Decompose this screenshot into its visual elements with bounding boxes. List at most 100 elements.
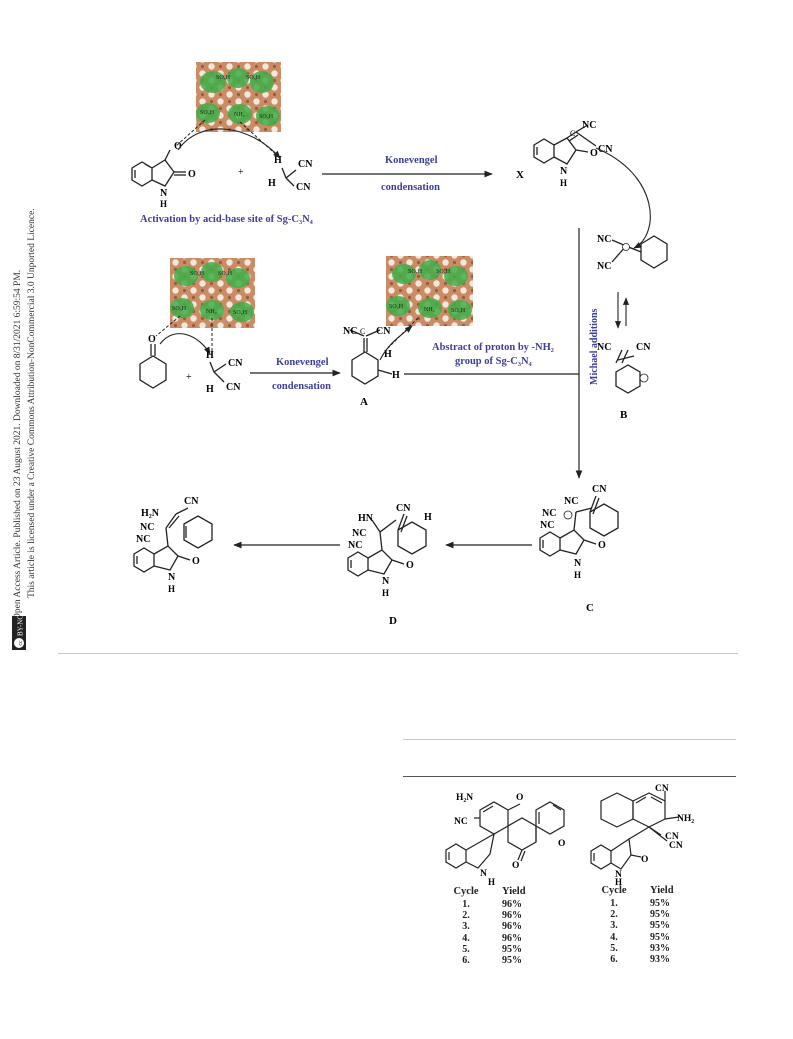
atom-nc: NC [352,528,366,539]
catalyst-sheet-3: SO₃H SO₃H SO₃H NH₂ SO₃H [386,256,473,326]
yield-cell: 96% [502,899,522,910]
cycle-cell: 2. [610,909,618,921]
yield-cell: 95% [650,898,670,909]
nh2-tag: NH₂ [234,112,245,118]
atom-c: C [360,327,365,336]
arrow-label-1: Konevengel [385,155,438,166]
table-row: 4.96% [440,933,552,944]
so3h-tag: SO₃H [233,310,248,316]
nh2-tag: NH₂ [424,307,435,313]
so3h-tag: SO₃H [200,110,215,116]
atom-h: H [384,349,392,360]
yield-cell: 93% [650,942,670,954]
atom-nc: NC [540,520,554,531]
atom-h: H [168,584,175,594]
yield-cell: 96% [502,921,522,933]
arrow-label-2: condensation [272,381,331,392]
catalyst-interaction-2 [155,315,213,352]
atom-nc: NC [597,261,611,272]
atom-nc: NC [597,234,611,245]
plus-sign: + [186,372,192,383]
table-row: 6.95% [440,955,552,966]
atom-cn: CN [298,159,313,170]
so3h-tag: SO₃H [246,75,261,81]
carbanion-ring [611,235,668,269]
atom-cn: CN [184,496,199,507]
svg-text:cc: cc [18,640,24,646]
cc-badge[interactable]: cc BY-NC [12,615,26,650]
col-header-yield: Yield [502,886,526,897]
atom-nc: NC [542,508,556,519]
label-b: B [620,409,628,421]
cycle-cell: 3. [462,921,470,933]
atom-cn: CN [226,382,241,393]
yield-cell: 93% [650,954,670,966]
cycle-cell: 1. [462,899,470,910]
atom-h: H [274,155,282,166]
catalyst-sheet-2: SO₃H SO₃H SO₃H NH₂ SO₃H [170,258,255,328]
cyclohexanone [139,344,167,389]
intermediate-a [349,329,393,385]
cycle-cell: 4. [462,932,470,944]
atom-nc: NC [454,817,468,827]
final-product [133,507,213,573]
table-row: 5.93% [588,943,700,954]
table-row: 1. 95% [588,898,700,909]
atom-cn: CN [376,326,391,337]
so3h-tag: SO₃H [408,269,423,275]
table-row: 5.95% [440,944,552,955]
atom-n: N [574,558,582,569]
atom-o: O [512,861,519,871]
arrow-label-2: condensation [381,182,440,193]
so3h-tag: SO₃H [216,75,231,81]
atom-h: H [615,877,622,885]
catalyst-sheet-1: SO₃H SO₃H SO₃H NH₂ SO₃H [196,62,281,132]
atom-h2n: H₂N [456,793,473,803]
cycle-cell: 4. [610,931,618,943]
so3h-tag: SO₃H [436,269,451,275]
so3h-tag: SO₃H [451,308,466,314]
cycle-cell: 6. [462,955,470,967]
intermediate-b [615,349,641,394]
atom-nc: NC [597,342,611,353]
scheme-divider [58,653,738,654]
label-d: D [389,615,397,627]
atom-n: N [382,576,390,587]
michael-label: Michael additions [589,308,600,385]
charge-minus [622,243,630,251]
atom-cn: CN [296,182,311,193]
atom-cn: CN [598,144,613,155]
yield-cell: 95% [502,943,522,955]
curved-arrow [595,147,651,249]
atom-cn: CN [665,832,679,842]
intermediate-c [539,495,619,557]
so3h-tag: SO₃H [259,114,274,120]
atom-nc: NC [136,534,150,545]
reuse-table-right: Cycle Yield 1.95% 2.95% 3.95% 4.95% 5.93… [588,885,700,965]
activation-caption: Activation by acid-base site of Sg-C₃N₄ [140,214,314,225]
atom-h: H [488,877,495,886]
equilibrium-arrows [614,292,630,329]
reuse-structure-right: CN NH₂ CN CN O N H [590,784,694,885]
table-row: 6.93% [588,954,700,965]
cycle-cell: 1. [610,898,618,909]
charge-minus [563,510,573,520]
cycle-cell: 3. [610,920,618,932]
label-c: C [586,602,594,614]
table-rule-bottom [403,776,736,777]
catalyst-interaction-1 [175,119,281,159]
reuse-structure-left: H₂N NC O O O N H [445,793,565,886]
atom-nh2: NH₂ [677,814,694,824]
table-row: 3.95% [588,920,700,931]
atom-n: N [480,869,487,879]
atom-o: O [516,793,523,803]
atom-o: O [174,141,182,152]
yield-cell: 95% [650,909,670,921]
atom-nc: NC [564,496,578,507]
nh2-tag: NH₂ [206,309,217,315]
atom-o: O [590,148,598,159]
curved-arrow [159,333,211,355]
abstract-caption-2: group of Sg-C₃N₄ [455,356,533,367]
intermediate-x [533,125,597,165]
atom-nc: NC [343,326,357,337]
